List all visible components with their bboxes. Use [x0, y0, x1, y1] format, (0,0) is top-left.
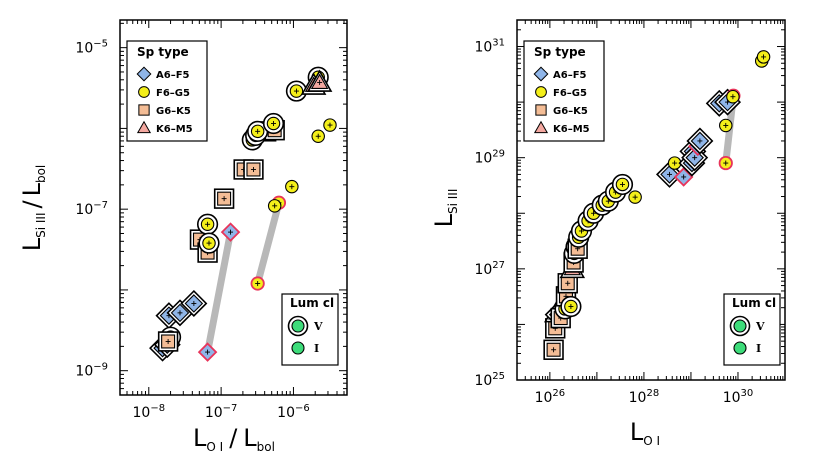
left-lum-legend: Lum cl VI — [281, 293, 339, 366]
data-point — [243, 159, 264, 180]
data-point — [611, 173, 634, 196]
evolution-connector — [204, 228, 235, 356]
data-point — [673, 167, 694, 187]
data-point — [180, 289, 208, 317]
left-plot-marks — [149, 66, 337, 362]
sp-legend-label: K6–M5 — [553, 124, 590, 135]
x-tick-label: 10−7 — [205, 403, 238, 421]
sp-legend-label: F6–G5 — [553, 88, 587, 99]
lum-legend-marker — [733, 319, 747, 333]
y-tick-label: 10−5 — [75, 39, 108, 57]
data-point — [560, 295, 582, 318]
left-x-axis-label: LO I/Lbol — [193, 424, 275, 454]
evolution-connector — [254, 199, 283, 288]
left-plot-frame — [119, 19, 348, 396]
data-point — [250, 276, 265, 291]
data-point — [306, 69, 333, 92]
data-point — [198, 232, 220, 254]
left-sp-legend-title: Sp type — [137, 45, 189, 59]
right-axes: 1026 1028 1030 1025 1027 1029 1031 — [474, 19, 786, 406]
sp-legend-label: F6–G5 — [156, 88, 190, 99]
data-point — [686, 127, 714, 155]
sp-legend-marker-K6-M5 — [136, 120, 152, 134]
data-point — [311, 129, 325, 143]
lum-legend-marker — [291, 341, 305, 355]
sp-legend-marker-G6-K5 — [535, 104, 547, 116]
x-tick-label: 1026 — [535, 388, 566, 406]
y-tick-label: 10−9 — [75, 362, 108, 380]
right-x-axis-label: LO I — [630, 418, 660, 448]
sp-legend-marker-A6-F5 — [533, 66, 549, 82]
lum-legend-label: V — [313, 320, 323, 333]
left-lum-legend-title: Lum cl — [290, 296, 334, 310]
data-point — [718, 155, 733, 171]
y-tick-label: 10−7 — [75, 200, 108, 218]
data-point — [756, 50, 771, 64]
sp-legend-marker-G6-K5 — [138, 104, 150, 116]
sp-legend-label: G6–K5 — [156, 106, 191, 117]
data-point — [543, 339, 564, 360]
data-point — [262, 112, 285, 135]
data-point — [220, 222, 241, 242]
lum-legend-marker — [733, 341, 747, 355]
y-tick-label: 1029 — [474, 149, 505, 167]
data-point — [323, 118, 337, 132]
x-tick-label: 10−6 — [277, 403, 310, 421]
right-lum-legend: Lum cl VI — [723, 293, 781, 366]
data-point — [267, 199, 282, 213]
sp-legend-label: A6–F5 — [553, 70, 587, 81]
right-plot-marks — [543, 50, 771, 360]
sp-legend-marker-F6-G5 — [535, 86, 547, 98]
data-point — [628, 190, 642, 204]
sp-legend-label: G6–K5 — [553, 106, 588, 117]
left-panel: 10−8 10−7 10−6 10−9 10−7 10−5 Sp type A6–F5F6… — [18, 19, 348, 454]
right-panel: 1026 1028 1030 1025 1027 1029 1031 Sp type A6–… — [430, 19, 786, 448]
data-point — [285, 179, 299, 194]
sp-legend-marker-K6-M5 — [533, 120, 549, 134]
left-axes: 10−8 10−7 10−6 10−9 10−7 10−5 — [75, 20, 347, 421]
data-point — [719, 118, 733, 133]
x-tick-label: 1028 — [629, 388, 660, 406]
data-point — [213, 188, 235, 209]
data-point — [157, 331, 179, 352]
x-tick-label: 1030 — [723, 388, 754, 406]
data-point — [196, 213, 219, 235]
right-lum-legend-title: Lum cl — [732, 296, 776, 310]
left-y-axis-label: LSi III/Lbol — [18, 165, 48, 252]
data-point — [247, 120, 269, 142]
sp-legend-label: A6–F5 — [156, 70, 190, 81]
sp-legend-label: K6–M5 — [156, 124, 193, 135]
y-tick-label: 1031 — [474, 38, 505, 56]
y-tick-label: 1027 — [474, 260, 505, 278]
x-tick-label: 10−8 — [132, 403, 165, 421]
y-tick-label: 1025 — [474, 371, 505, 389]
right-y-axis-label: LSi III — [430, 189, 460, 228]
data-point — [726, 89, 740, 104]
lum-legend-label: I — [314, 342, 319, 355]
right-sp-legend-title: Sp type — [534, 45, 586, 59]
right-plot-frame — [516, 19, 786, 381]
lum-legend-label: I — [756, 342, 761, 355]
lum-legend-label: V — [755, 320, 765, 333]
sp-legend-marker-A6-F5 — [136, 66, 152, 82]
lum-legend-marker — [291, 319, 305, 333]
sp-legend-marker-F6-G5 — [138, 86, 150, 98]
data-point — [197, 342, 218, 362]
